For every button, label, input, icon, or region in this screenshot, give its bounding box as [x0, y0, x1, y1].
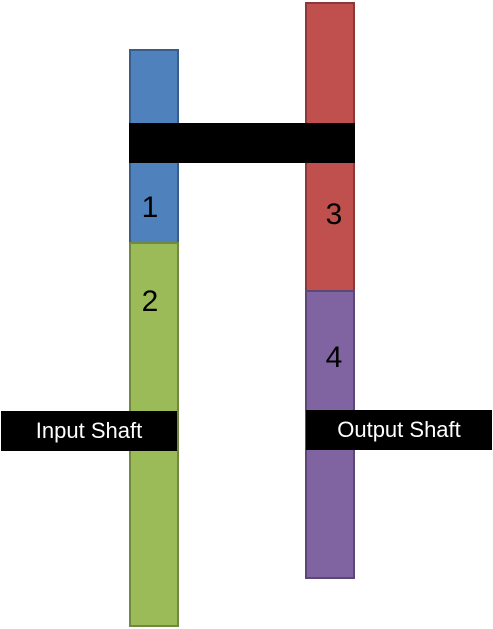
segment-4-label: 4 — [325, 341, 343, 374]
segment-3-label: 3 — [325, 198, 343, 231]
output-shaft-label: Output Shaft — [306, 410, 492, 450]
input-shaft-label: Input Shaft — [1, 411, 177, 451]
connector-bar — [129, 123, 355, 163]
segment-2-label: 2 — [141, 285, 159, 318]
segment-1-label: 1 — [141, 191, 159, 224]
